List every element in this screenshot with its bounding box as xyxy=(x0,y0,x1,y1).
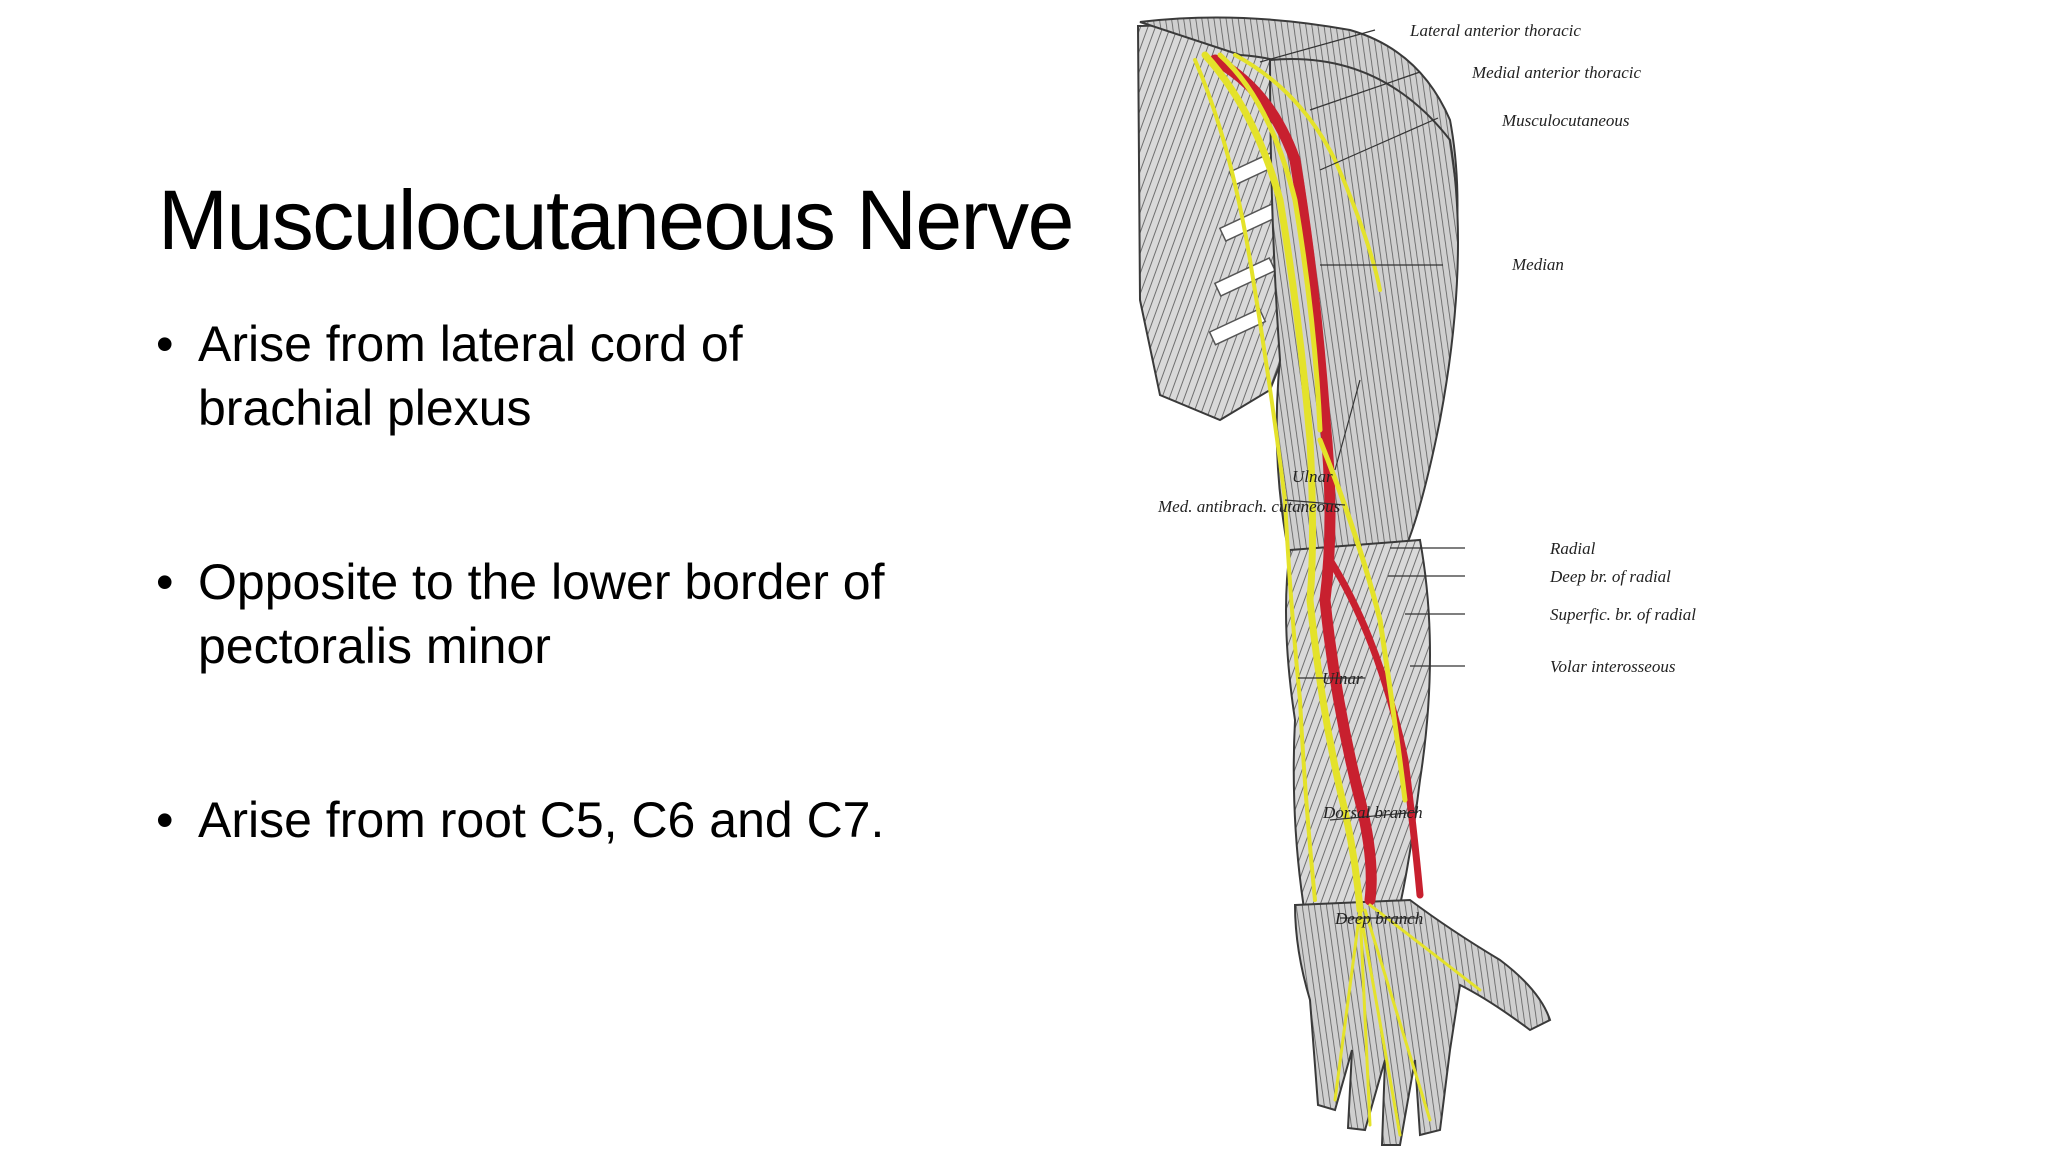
label-deep-br-of-radial: Deep br. of radial xyxy=(1549,567,1671,586)
arm-nerve-illustration: Lateral anterior thoracic Medial anterio… xyxy=(1120,0,2048,1152)
label-musculocutaneous: Musculocutaneous xyxy=(1501,111,1630,130)
label-med-antibrach-cutaneous: Med. antibrach. cutaneous xyxy=(1157,497,1341,516)
radial-artery xyxy=(1326,556,1424,899)
label-radial: Radial xyxy=(1549,539,1596,558)
label-median: Median xyxy=(1511,255,1564,274)
label-deep-branch: Deep branch xyxy=(1334,909,1423,928)
label-volar-interosseous: Volar interosseous xyxy=(1550,657,1676,676)
arm-anatomy-drawing: Lateral anterior thoracic Medial anterio… xyxy=(1136,16,1696,1146)
hand-shape xyxy=(1293,898,1552,1146)
bullet-line: Arise from lateral cord of xyxy=(198,316,743,372)
nerve-bundle xyxy=(1193,51,1482,1137)
bullet-list: Arise from lateral cord of brachial plex… xyxy=(156,312,1036,852)
bullet-line: Opposite to the lower border of xyxy=(198,554,885,610)
label-ulnar-lower: Ulnar xyxy=(1322,669,1363,688)
label-superfic-br-of-radial: Superfic. br. of radial xyxy=(1550,605,1696,624)
leader-lines xyxy=(1259,29,1465,919)
bullet-line: Arise from root C5, C6 and C7. xyxy=(198,792,885,848)
bullet-line: brachial plexus xyxy=(198,380,532,436)
bullet-item: Opposite to the lower border of pectoral… xyxy=(156,550,1036,678)
bullet-item: Arise from lateral cord of brachial plex… xyxy=(156,312,1036,440)
brachial-artery xyxy=(1209,54,1377,906)
bullet-item: Arise from root C5, C6 and C7. xyxy=(156,788,1036,852)
bullet-line: pectoralis minor xyxy=(198,618,551,674)
upper-arm-shape xyxy=(1268,58,1459,561)
label-medial-anterior-thoracic: Medial anterior thoracic xyxy=(1471,63,1641,82)
label-ulnar-upper: Ulnar xyxy=(1292,467,1333,486)
label-lateral-anterior-thoracic: Lateral anterior thoracic xyxy=(1409,21,1581,40)
label-dorsal-branch: Dorsal branch xyxy=(1322,803,1423,822)
slide-title: Musculocutaneous Nerve xyxy=(158,173,1074,268)
